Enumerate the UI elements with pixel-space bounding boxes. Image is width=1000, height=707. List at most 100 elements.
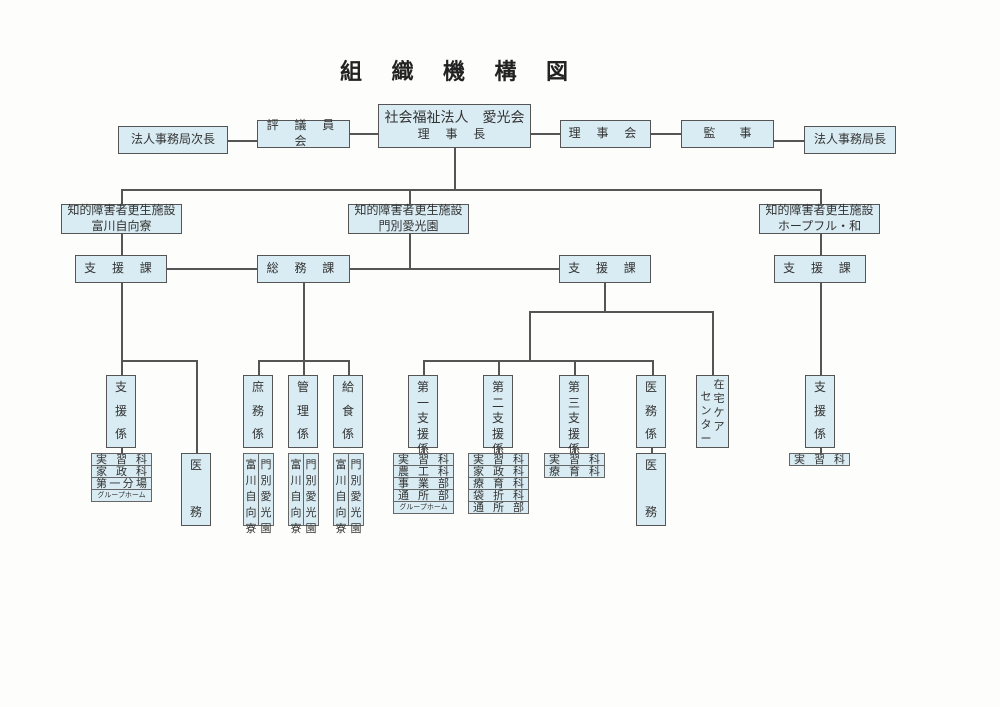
box-label: 監 事 (703, 126, 752, 141)
facility-type: 知的障害者更生施設 (765, 203, 874, 218)
connector (651, 447, 653, 454)
unit-char: 給 (341, 380, 354, 394)
list-item-char: 科 (589, 465, 600, 478)
unit-char: 務 (644, 403, 657, 418)
list-item-char: 農 (398, 465, 409, 478)
connector (303, 281, 305, 375)
connector (529, 311, 531, 361)
list-item-char: グループホーム (399, 503, 448, 511)
connector (530, 133, 560, 135)
connector (258, 360, 260, 375)
col-char: 光 (305, 506, 317, 519)
unit-char: 第 (491, 380, 504, 394)
unit-char: 管 (296, 380, 309, 394)
food-facility-columns: 富川自向寮 門別愛光園 (333, 453, 364, 535)
unit-char: 務 (644, 505, 657, 520)
unit-char: 援 (114, 403, 127, 418)
list-item-char: 療 (549, 465, 560, 478)
col-char: 自 (290, 490, 302, 503)
list-item-char: 一 (109, 477, 121, 490)
col-char: 光 (260, 506, 272, 519)
list-item-char: 療 (473, 477, 484, 490)
list-item-char: 科 (513, 453, 524, 466)
list-item-char: 習 (418, 453, 429, 466)
col-char: 愛 (305, 490, 317, 503)
list-item-char: 第 (96, 477, 107, 490)
connector (652, 360, 654, 375)
unit-char: セ (700, 390, 712, 403)
col-char: 別 (305, 474, 317, 487)
unit-char: ケ (713, 406, 725, 419)
column-tomikawa: 富川自向寮 (334, 454, 348, 535)
list-item: 療育科 (468, 477, 529, 490)
list-item-char: 科 (438, 453, 449, 466)
facility-hopeful: 知的障害者更生施設 ホープフル・和 (759, 203, 880, 234)
list-item-char: 事 (398, 477, 409, 490)
list-item-char: 科 (136, 465, 147, 478)
list-item-char: 科 (513, 465, 524, 478)
list-item-char: 分 (122, 477, 134, 490)
list-item-char: 所 (493, 501, 504, 514)
hopeful-support-staff-unit: 支援係 (805, 375, 835, 448)
unit-char: 食 (341, 403, 354, 418)
list-item-char: 実 (398, 453, 409, 466)
unit-char: 在 (713, 378, 725, 391)
list-item: 療育科 (544, 465, 605, 478)
list-item-char: 育 (493, 477, 504, 490)
medical-staff-unit: 医務係 (636, 375, 666, 448)
connector (820, 447, 822, 454)
unit-char: 支 (813, 380, 826, 394)
monbetsu-medical-unit: 医務 (636, 453, 666, 526)
title-char: 織 (391, 59, 416, 85)
unit-char: 支 (416, 411, 429, 426)
connector (121, 189, 821, 191)
unit-char: 支 (114, 380, 127, 394)
deputy-director-box: 法人事務局次長 (118, 126, 228, 154)
list-item: 実習科 (789, 453, 850, 466)
title-char: 構 (494, 59, 519, 85)
support1-unit: 第一支援係 (408, 375, 438, 456)
list-item-char: 科 (589, 453, 600, 466)
list-item: グループホーム (393, 501, 454, 514)
connector (820, 233, 822, 256)
facility-name: 富川自向寮 (91, 219, 152, 233)
unit-char: 理 (296, 403, 309, 418)
col-char: 光 (350, 506, 362, 519)
column-monbetsu: 門別愛光園 (348, 454, 363, 535)
column-monbetsu: 門別愛光園 (303, 454, 318, 535)
col-char: 川 (245, 474, 257, 487)
list-item-char: 実 (96, 453, 107, 466)
list-item-char: 実 (473, 453, 484, 466)
title-char: 図 (545, 59, 570, 85)
unit-char: 係 (341, 427, 354, 442)
col-char: 自 (335, 490, 347, 503)
facility-tomikawa: 知的障害者更生施設 富川自向寮 (61, 203, 182, 234)
unit-char: 援 (567, 426, 580, 441)
list-item-char: 部 (438, 477, 449, 490)
list-item-char: 習 (569, 453, 580, 466)
unit-char: 三 (567, 395, 580, 410)
unit-char: 援 (416, 426, 429, 441)
management-facility-columns: 富川自向寮 門別愛光園 (288, 453, 319, 535)
list-item-char: 部 (438, 489, 449, 502)
unit-char: 係 (296, 427, 309, 442)
facility-name: ホープフル・和 (777, 219, 862, 233)
unit-char: 庶 (251, 380, 264, 394)
col-char: 自 (245, 490, 257, 503)
col-char: 愛 (260, 490, 272, 503)
list-item-char: 袋 (473, 489, 484, 502)
list-item-char: 科 (513, 489, 524, 502)
connector (820, 189, 822, 205)
unit-char: 係 (417, 442, 429, 458)
col-char: 園 (260, 522, 272, 535)
title-char: 組 (340, 59, 365, 85)
column-tomikawa: 富川自向寮 (244, 454, 258, 535)
food-service-unit: 給 食 係 (333, 375, 363, 448)
unit-char: 支 (567, 411, 580, 426)
connector (350, 268, 560, 270)
connector (574, 447, 576, 454)
list-item-char: 習 (116, 453, 127, 466)
col-char: 門 (350, 458, 362, 471)
list-item-char: 科 (438, 465, 449, 478)
chart-title: 組 織 機 構 図 (340, 54, 570, 86)
